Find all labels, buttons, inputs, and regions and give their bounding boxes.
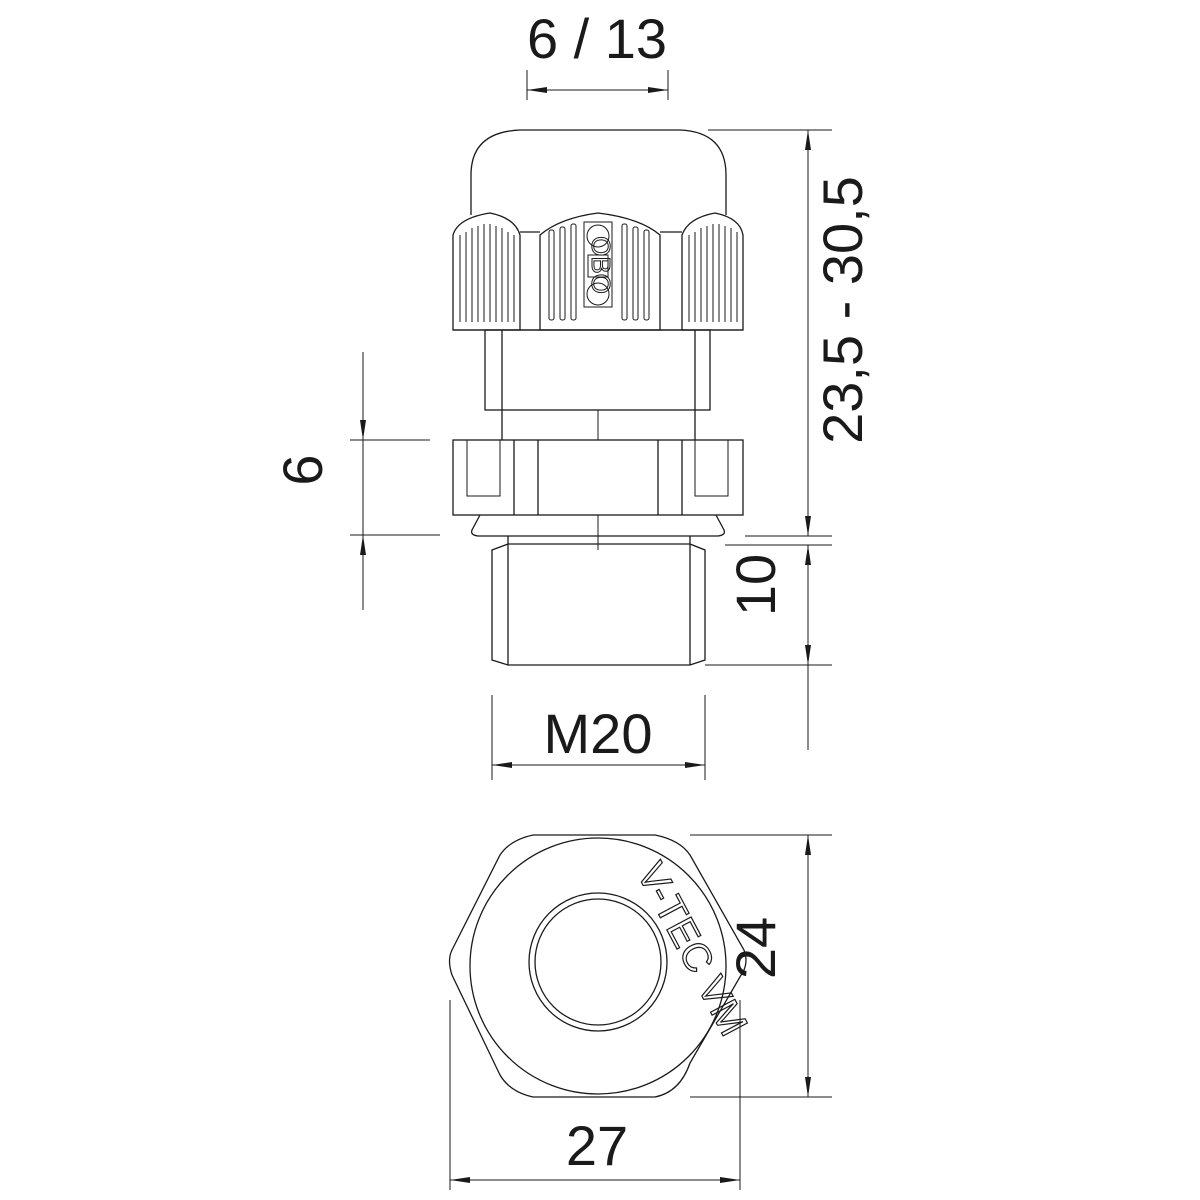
knurled-nut: OBO (452, 212, 744, 331)
dim-nut-height: 6 (271, 352, 440, 610)
obo-logo: OBO (586, 236, 616, 294)
bottom-view: V-TEC VM (448, 834, 756, 1098)
dim-across-flats-label: 24 (724, 917, 787, 979)
dim-thread-label: M20 (544, 702, 653, 765)
thread (491, 515, 706, 666)
bore-outer (528, 892, 668, 1032)
dim-thread: M20 (491, 695, 706, 780)
bore-inner (534, 898, 662, 1026)
dim-across-corners: 27 (449, 1000, 741, 1190)
outer-circle (469, 837, 727, 1095)
dim-cable-range: 6 / 13 (526, 7, 669, 100)
body-hex (452, 439, 744, 516)
dim-across-corners-label: 27 (566, 1114, 628, 1177)
dim-nut-height-label: 6 (271, 454, 334, 485)
neck (484, 329, 711, 440)
dim-across-flats: 24 (690, 834, 832, 1098)
dim-total-height-label: 23,5 - 30,5 (811, 176, 874, 444)
dim-thread-length: 10 (705, 544, 832, 750)
hex-outline (448, 834, 747, 1098)
dim-thread-length-label: 10 (724, 554, 787, 616)
dim-cable-range-label: 6 / 13 (527, 7, 667, 70)
side-view: OBO (452, 129, 744, 666)
dome-cap (470, 129, 727, 215)
dim-total-height: 23,5 - 30,5 (708, 129, 874, 537)
